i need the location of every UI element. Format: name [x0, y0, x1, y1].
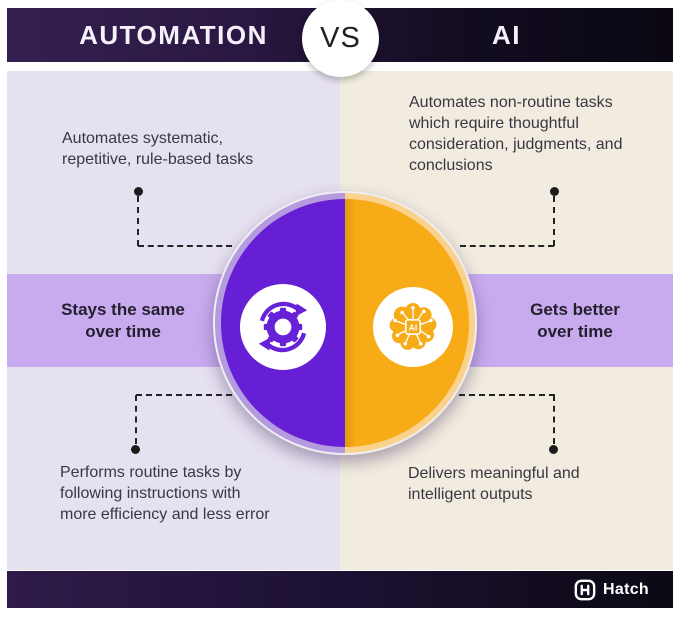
gear-sync-icon	[258, 301, 308, 353]
text-line: over time	[85, 322, 161, 341]
ai-brain-icon: AI	[389, 303, 437, 350]
text-line: repetitive, rule-based tasks	[62, 151, 254, 168]
ai-top-text: Automates non-routine tasks which requir…	[409, 92, 654, 176]
ai-bottom-text: Delivers meaningful and intelligent outp…	[408, 463, 643, 505]
text-line: consideration, judgments, and	[409, 136, 623, 153]
automation-icon-disc	[240, 284, 326, 370]
connector-line-top-right-h	[460, 245, 554, 247]
text-line: Performs routine tasks by	[60, 464, 242, 481]
connector-dot-bottom-left	[131, 445, 140, 454]
ai-icon-disc: AI	[373, 287, 453, 367]
text-line: over time	[537, 322, 613, 341]
hatch-logo-icon	[574, 579, 596, 600]
split-circle-inner: AI	[221, 199, 469, 447]
connector-line-bottom-right-v	[553, 395, 555, 444]
vs-label: VS	[320, 22, 361, 54]
vs-badge: VS	[302, 0, 379, 77]
text-line: intelligent outputs	[408, 486, 533, 503]
connector-dot-top-left	[134, 187, 143, 196]
automation-bottom-text: Performs routine tasks by following inst…	[60, 462, 325, 525]
connector-line-bottom-right-h	[459, 394, 555, 396]
text-line: following instructions with	[60, 485, 241, 502]
brand-name: Hatch	[603, 580, 649, 598]
automation-top-text: Automates systematic, repetitive, rule-b…	[62, 128, 287, 170]
text-line: Automates systematic,	[62, 130, 223, 147]
connector-line-top-right-v	[553, 196, 555, 246]
text-line: which require thoughtful	[409, 115, 579, 132]
header-right-cell: AI	[340, 8, 673, 62]
connector-dot-bottom-right	[549, 445, 558, 454]
ai-chip-label: AI	[409, 322, 417, 332]
connector-dot-top-right	[550, 187, 559, 196]
text-line: Automates non-routine tasks	[409, 94, 613, 111]
connector-line-bottom-left-h	[136, 394, 232, 396]
text-line: Gets better	[530, 300, 620, 319]
brand-lockup: Hatch	[574, 579, 649, 601]
text-line: Delivers meaningful and	[408, 465, 580, 482]
split-circle: AI	[213, 191, 477, 455]
footer-bar: Hatch	[7, 571, 673, 608]
connector-line-bottom-left-v	[135, 395, 137, 444]
text-line: conclusions	[409, 157, 493, 174]
text-line: Stays the same	[61, 300, 185, 319]
ai-band-label: Gets better over time	[480, 290, 670, 352]
automation-title: AUTOMATION	[79, 19, 268, 50]
automation-band-label: Stays the same over time	[28, 290, 218, 352]
connector-line-top-left-v	[137, 196, 139, 246]
ai-title: AI	[492, 19, 521, 50]
header-left-cell: AUTOMATION	[7, 8, 340, 62]
text-line: more efficiency and less error	[60, 506, 270, 523]
connector-line-top-left-h	[138, 245, 232, 247]
